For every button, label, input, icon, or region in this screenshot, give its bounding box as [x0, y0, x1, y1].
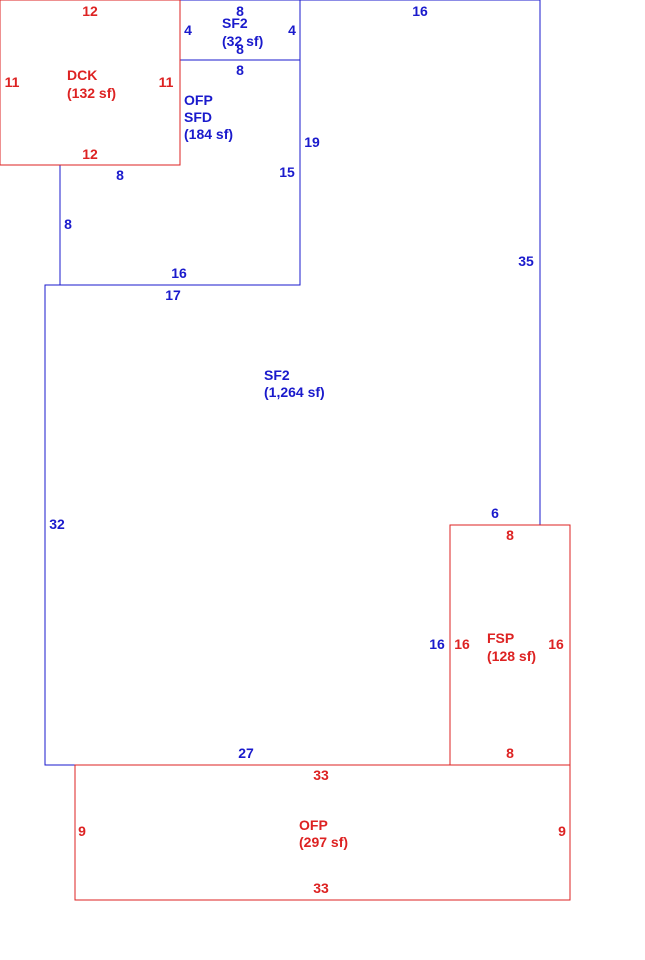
dim-sf2-small-right: 4: [288, 22, 296, 38]
dim-dck-left: 11: [5, 74, 20, 90]
sf2-small-code: SF2: [222, 15, 248, 31]
dim-ofp-top: 33: [313, 767, 329, 783]
dim-ofp-left: 9: [78, 823, 86, 839]
sf2-small-area: (32 sf): [222, 33, 263, 49]
sf2-small-label: SF2 (32 sf): [222, 15, 263, 49]
dim-fsp-left: 16: [454, 636, 470, 652]
dim-main-bottom: 27: [238, 745, 254, 761]
fsp-label: FSP (128 sf): [487, 630, 536, 664]
dim-right-side: 35: [518, 253, 534, 269]
dim-sfd-bottom: 16: [171, 265, 187, 281]
dim-fsp-right: 16: [548, 636, 564, 652]
ofp-bottom-area: (297 sf): [299, 834, 348, 850]
ofp-sfd-area: (184 sf): [184, 126, 233, 142]
dck-code: DCK: [67, 67, 97, 83]
ofp-bottom-label: OFP (297 sf): [299, 817, 348, 850]
dim-sf2-small-left: 4: [184, 22, 192, 38]
dim-right-top: 16: [412, 3, 428, 19]
dim-sfd-inner-right: 15: [279, 164, 295, 180]
sfd-section-outline: [60, 60, 301, 286]
sfd-code: SFD: [184, 109, 212, 125]
dim-fsp-left-outer: 16: [429, 636, 445, 652]
dim-ofp-right: 9: [558, 823, 566, 839]
dim-dck-right: 11: [159, 74, 174, 90]
sf2-main-area: (1,264 sf): [264, 384, 325, 400]
dim-sfd-right: 19: [304, 134, 320, 150]
dim-sfd-left: 8: [64, 216, 72, 232]
dim-sf2-small-top: 8: [236, 3, 244, 19]
dim-fsp-top-outer: 6: [491, 505, 499, 521]
dim-sf2-small-bottom: 8: [236, 41, 244, 57]
dim-main-top: 17: [165, 287, 181, 303]
dck-label: DCK (132 sf): [67, 67, 116, 101]
dim-dck-top: 12: [82, 3, 98, 19]
ofp-code: OFP: [184, 92, 213, 108]
fsp-code: FSP: [487, 630, 514, 646]
dim-ofp-bottom: 33: [313, 880, 329, 896]
ofp-sfd-label: OFP SFD (184 sf): [184, 92, 233, 142]
fsp-area: (128 sf): [487, 648, 536, 664]
ofp-bottom-code: OFP: [299, 817, 328, 833]
sf2-main-label: SF2 (1,264 sf): [264, 367, 325, 400]
dck-outline: [0, 0, 181, 166]
dim-fsp-top: 8: [506, 527, 514, 543]
dck-area: (132 sf): [67, 85, 116, 101]
dim-dck-bottom: 12: [82, 146, 98, 162]
dim-sfd-top-left: 8: [116, 167, 124, 183]
dim-main-left: 32: [49, 516, 65, 532]
dim-fsp-bottom: 8: [506, 745, 514, 761]
sf2-main-code: SF2: [264, 367, 290, 383]
ofp-bottom-outline: [74, 764, 571, 901]
dim-sf2-small-bottom-inner: 8: [236, 62, 244, 78]
